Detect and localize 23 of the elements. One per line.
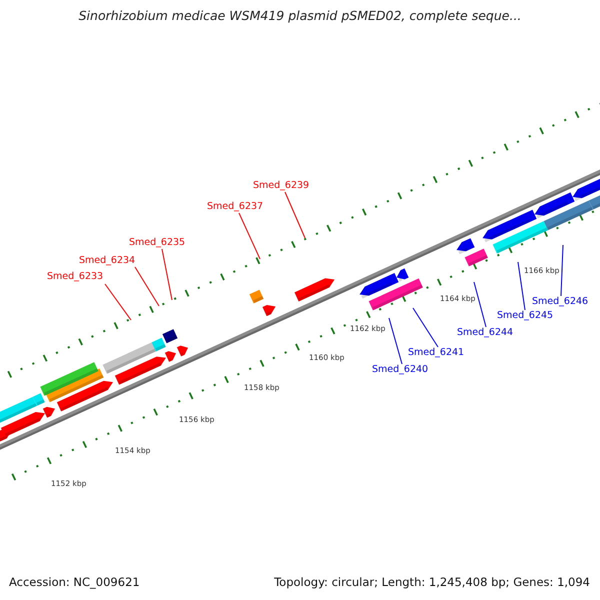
leader-line <box>162 248 172 300</box>
info-text: Topology: circular; Length: 1,245,408 bp; Genes: 1,094 <box>274 575 590 589</box>
gene-label: Smed_6245 <box>497 310 554 322</box>
gene-label: Smed_6244 <box>457 327 514 339</box>
gene-label: Smed_6240 <box>372 364 428 376</box>
leader-line <box>518 262 526 310</box>
leader-line <box>284 192 306 238</box>
leader-line <box>388 318 402 364</box>
info-text: Accession: NC_009621 <box>9 575 140 589</box>
gene-label: Smed_6235 <box>129 237 186 249</box>
gene-label: Smed_6239 <box>253 180 310 192</box>
leader-line <box>134 266 160 306</box>
gene-label: Smed_6246 <box>532 296 588 308</box>
leader-line <box>412 308 438 348</box>
map-title: Sinorhizobium medicae WSM419 plasmid pSMED02, complete seque... <box>78 8 522 23</box>
leader-line <box>238 212 260 260</box>
leader-line <box>474 282 486 328</box>
gene-label: Smed_6237 <box>207 201 264 213</box>
leader-line <box>560 244 564 296</box>
leader-line <box>104 284 132 320</box>
gene-label: Smed_6233 <box>47 271 104 283</box>
gene-label: Smed_6241 <box>408 347 464 359</box>
gene-label: Smed_6234 <box>79 255 136 267</box>
